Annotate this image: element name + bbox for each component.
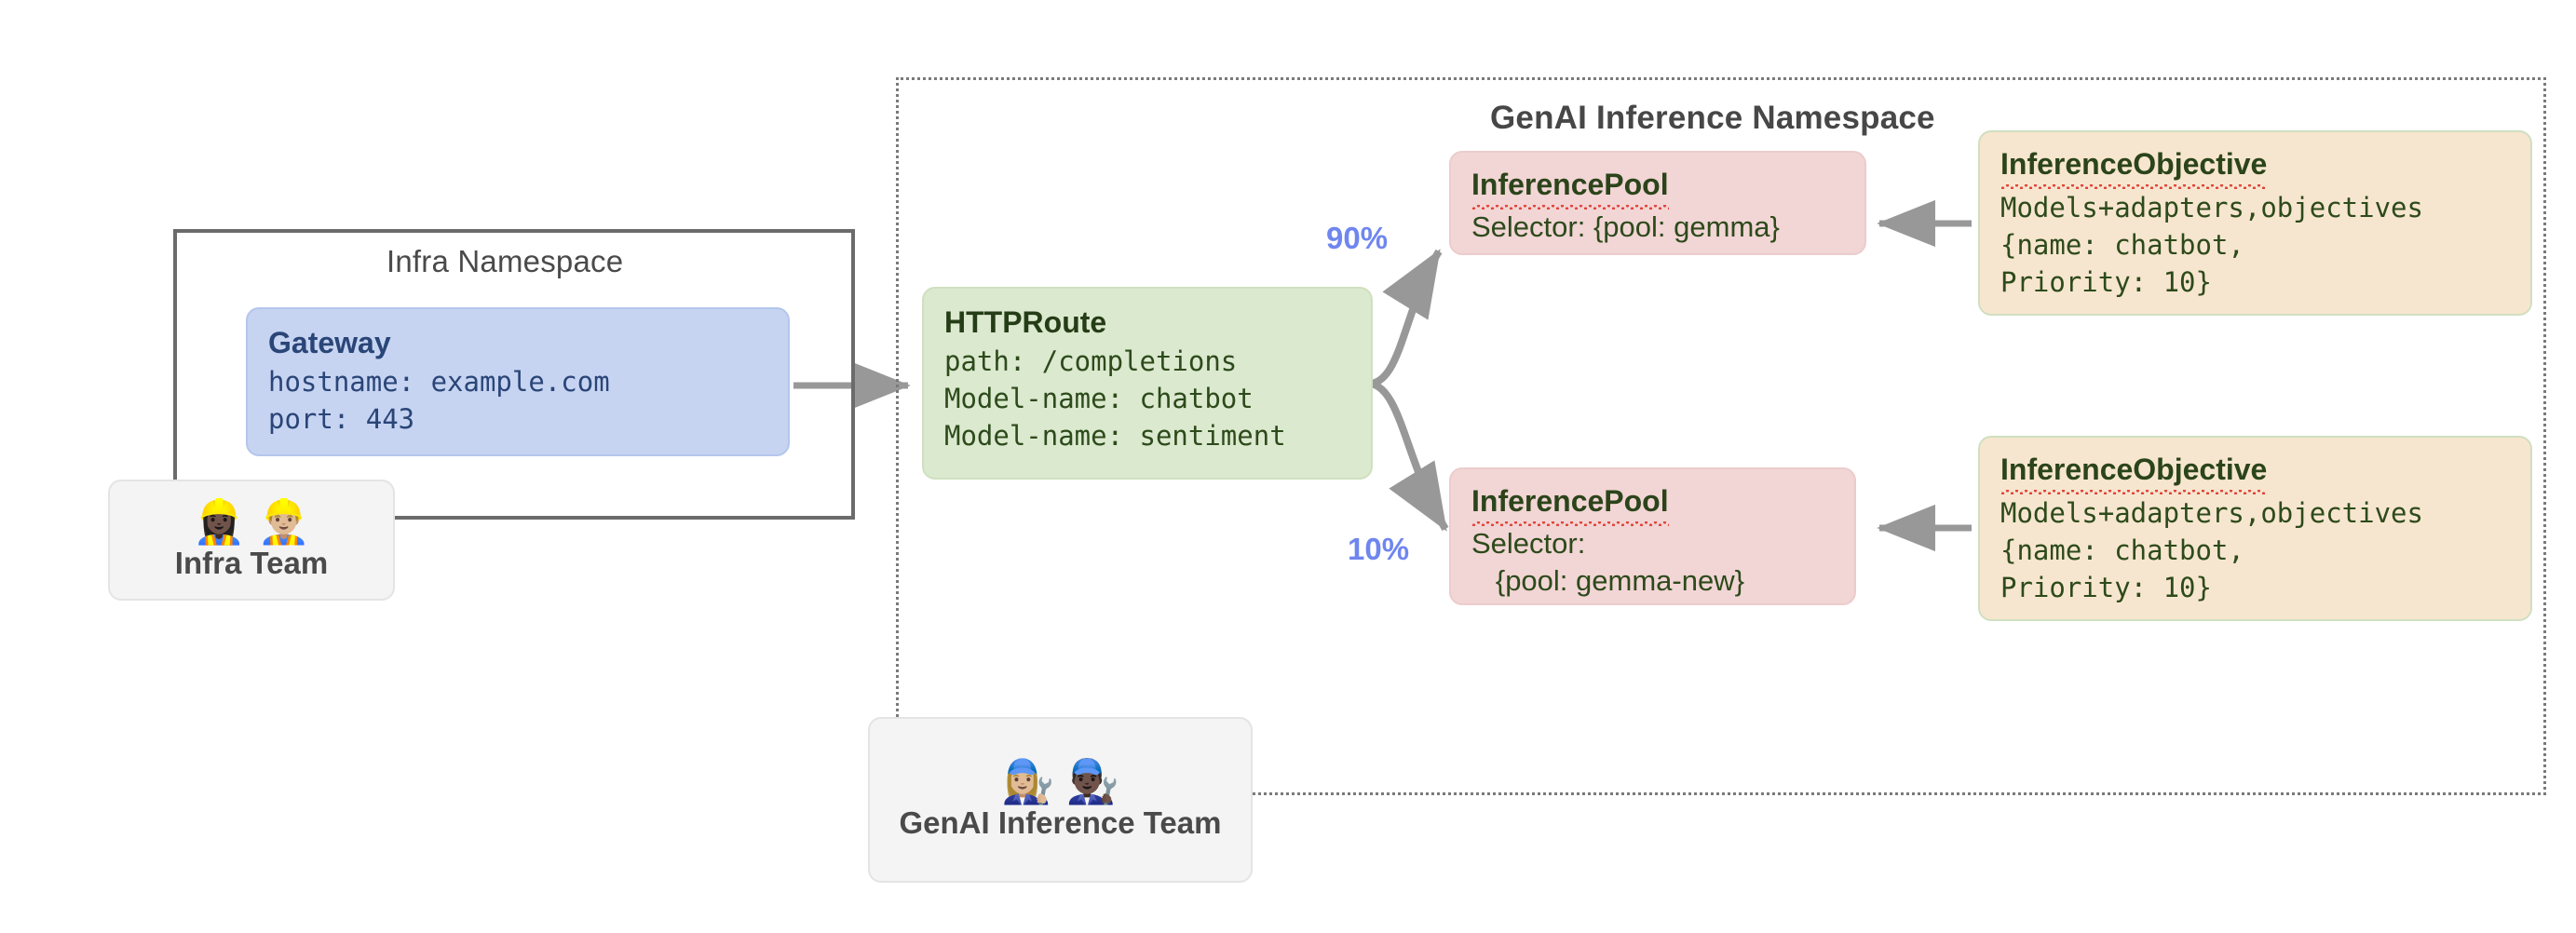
infra-namespace-title: Infra Namespace	[386, 244, 624, 278]
inferencepool-title-gemma-new: InferencePool	[1471, 482, 1834, 526]
inferenceobjective-priority-line-top: Priority: 10}	[2000, 265, 2212, 298]
gateway-title: Gateway	[268, 326, 391, 359]
inferenceobjective-priority-line-bottom: Priority: 10}	[2000, 571, 2212, 603]
weight-label-10: 10%	[1348, 532, 1410, 566]
genai-namespace-title: GenAI Inference Namespace	[1490, 100, 1935, 136]
inferenceobjective-title-bottom: InferenceObjective	[2000, 451, 2510, 494]
httproute-path-line: path: /completions	[944, 345, 1238, 377]
infra-team-chip[interactable]: 👷🏿‍♀️👷🏼‍♂️ Infra Team	[108, 480, 395, 601]
genai-team-label: GenAI Inference Team	[899, 805, 1222, 841]
inferencepool-title-text-gemma: InferencePool	[1471, 166, 1669, 210]
inferencepool-selector-value-gemma-new: {pool: gemma-new}	[1471, 563, 1744, 597]
inferenceobjective-title-text-top: InferenceObjective	[2000, 145, 2268, 189]
inferenceobjective-name-line-bottom: {name: chatbot,	[2000, 534, 2244, 566]
inferenceobjective-models-line-bottom: Models+adapters,objectives	[2000, 496, 2423, 529]
httproute-model-chatbot-line: Model-name: chatbot	[944, 382, 1254, 414]
inferenceobjective-title-text-bottom: InferenceObjective	[2000, 451, 2268, 494]
infra-namespace-container	[173, 229, 855, 520]
infra-team-avatars: 👷🏿‍♀️👷🏼‍♂️	[192, 496, 322, 546]
httproute-card[interactable]: HTTPRoute path: /completions Model-name:…	[922, 287, 1373, 480]
inferencepool-selector-line-gemma: Selector: {pool: gemma}	[1471, 210, 1780, 243]
gateway-hostname-line: hostname: example.com	[268, 365, 610, 398]
weight-label-90: 90%	[1326, 221, 1389, 255]
genai-team-chip[interactable]: 👩🏼‍🔧👨🏿‍🔧 GenAI Inference Team	[868, 717, 1253, 883]
inferenceobjective-title-top: InferenceObjective	[2000, 145, 2510, 189]
infra-team-label: Infra Team	[174, 546, 329, 581]
inferenceobjective-name-line-top: {name: chatbot,	[2000, 228, 2244, 261]
inferencepool-card-gemma-new[interactable]: InferencePool Selector: {pool: gemma-new…	[1449, 467, 1856, 605]
inferencepool-selector-line-gemma-new: Selector:	[1471, 526, 1586, 560]
inferencepool-title-text-gemma-new: InferencePool	[1471, 482, 1669, 526]
inferenceobjective-card-bottom[interactable]: InferenceObjective Models+adapters,objec…	[1978, 436, 2532, 621]
httproute-model-sentiment-line: Model-name: sentiment	[944, 419, 1286, 452]
genai-namespace-container	[896, 77, 2546, 795]
inferencepool-card-gemma[interactable]: InferencePool Selector: {pool: gemma}	[1449, 151, 1866, 255]
httproute-title: HTTPRoute	[944, 305, 1107, 339]
gateway-card[interactable]: Gateway hostname: example.com port: 443	[246, 307, 790, 456]
inferenceobjective-card-top[interactable]: InferenceObjective Models+adapters,objec…	[1978, 130, 2532, 316]
inferencepool-title-gemma: InferencePool	[1471, 166, 1844, 210]
genai-team-avatars: 👩🏼‍🔧👨🏿‍🔧	[1001, 756, 1131, 805]
gateway-port-line: port: 443	[268, 402, 415, 435]
inferenceobjective-models-line-top: Models+adapters,objectives	[2000, 191, 2423, 223]
